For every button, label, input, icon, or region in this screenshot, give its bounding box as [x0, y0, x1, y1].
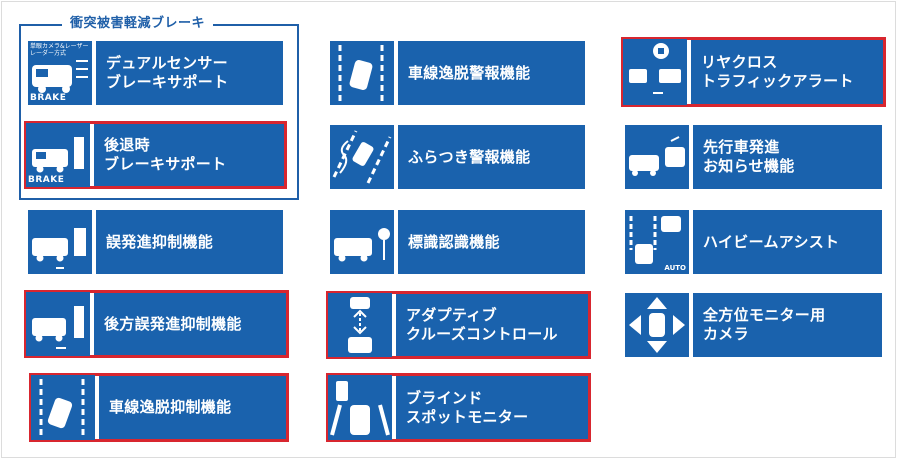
rear-false-start-label: 後方誤発進抑制機能 — [94, 292, 287, 356]
sensor-note: 単眼カメラ&レーザーレーダー方式 — [30, 43, 89, 57]
label-line1: 誤発進抑制機能 — [106, 232, 214, 251]
blind-spot-monitor-icon — [328, 375, 392, 440]
label-line1: 先行車発進 — [703, 138, 780, 156]
sign-recognition-icon — [330, 210, 394, 274]
label-line1: 標識認識機能 — [408, 232, 500, 251]
adaptive-cruise-icon — [328, 293, 392, 357]
surround-monitor-label: 全方位モニター用 カメラ — [693, 293, 882, 357]
reverse-brake-label: 後退時 ブレーキサポート — [94, 123, 285, 187]
tile-lane-departure-warning: 車線逸脱警報機能 — [330, 41, 585, 105]
tile-sign-recognition: 標識認識機能 — [330, 210, 585, 274]
high-beam-assist-label: ハイビームアシスト — [693, 210, 882, 274]
lane-departure-warning-icon — [330, 41, 394, 105]
lead-vehicle-notice-icon — [625, 125, 689, 189]
label-line1: アダプティブ — [406, 306, 497, 324]
surround-monitor-icon — [625, 293, 689, 357]
label-line1: 後退時 — [104, 136, 150, 154]
sign-recognition-label: 標識認識機能 — [398, 210, 585, 274]
brake-badge: BRAKE — [30, 93, 67, 103]
tile-drowsiness-warning: ふらつき警報機能 — [330, 125, 585, 189]
tile-lane-departure-prevention: 車線逸脱抑制機能 — [29, 373, 289, 442]
false-start-label: 誤発進抑制機能 — [96, 210, 283, 274]
label-line1: 車線逸脱警報機能 — [408, 63, 531, 82]
tile-blind-spot-monitor: ブラインド スポットモニター — [326, 373, 591, 442]
adaptive-cruise-label: アダプティブ クルーズコントロール — [396, 293, 589, 357]
label-line2: カメラ — [703, 325, 749, 343]
lane-departure-prevention-label: 車線逸脱抑制機能 — [99, 375, 287, 440]
label-line1: デュアルセンサー — [106, 54, 228, 72]
label-line1: ハイビームアシスト — [703, 232, 840, 251]
rear-cross-traffic-label: リヤクロス トラフィックアラート — [691, 39, 884, 105]
label-line1: 全方位モニター用 — [703, 306, 826, 324]
auto-badge: AUTO — [664, 264, 686, 272]
lane-departure-warning-label: 車線逸脱警報機能 — [398, 41, 585, 105]
label-line2: トラフィックアラート — [701, 72, 854, 90]
label-line2: お知らせ機能 — [703, 157, 795, 175]
lane-departure-prevention-icon — [31, 375, 95, 440]
label-line1: 後方誤発進抑制機能 — [104, 314, 242, 333]
reverse-brake-icon: BRAKE — [26, 123, 90, 187]
tile-high-beam-assist: AUTO ハイビームアシスト — [625, 210, 882, 274]
tile-false-start-prevention: 誤発進抑制機能 — [28, 210, 283, 274]
label-line2: クルーズコントロール — [406, 325, 558, 343]
tile-dual-sensor-brake: 単眼カメラ&レーザーレーダー方式 BRAKE デュアルセンサー ブレーキサポート — [28, 41, 283, 105]
tile-rear-cross-traffic: リヤクロス トラフィックアラート — [621, 37, 886, 107]
tile-rear-false-start-prevention: 後方誤発進抑制機能 — [24, 290, 289, 358]
label-line2: ブレーキサポート — [106, 73, 229, 91]
lead-vehicle-notice-label: 先行車発進 お知らせ機能 — [693, 125, 882, 189]
label-line2: ブレーキサポート — [104, 155, 227, 173]
label-line1: ブラインド — [406, 388, 483, 407]
label-line1: リヤクロス — [701, 53, 778, 71]
tile-adaptive-cruise: アダプティブ クルーズコントロール — [326, 291, 591, 359]
tile-reverse-brake: BRAKE 後退時 ブレーキサポート — [24, 121, 287, 189]
brake-badge: BRAKE — [28, 175, 65, 185]
drowsiness-warning-label: ふらつき警報機能 — [398, 125, 585, 189]
dual-sensor-brake-label: デュアルセンサー ブレーキサポート — [96, 41, 283, 105]
blind-spot-monitor-label: ブラインド スポットモニター — [396, 375, 589, 440]
label-line2: スポットモニター — [406, 407, 529, 426]
high-beam-assist-icon: AUTO — [625, 210, 689, 274]
dual-sensor-brake-icon: 単眼カメラ&レーザーレーダー方式 BRAKE — [28, 41, 92, 105]
drowsiness-warning-icon — [330, 125, 394, 189]
tile-lead-vehicle-notice: 先行車発進 お知らせ機能 — [625, 125, 882, 189]
false-start-icon — [28, 210, 92, 274]
rear-cross-traffic-icon — [623, 39, 687, 105]
label-line1: 車線逸脱抑制機能 — [109, 398, 232, 416]
group-title: 衝突被害軽減ブレーキ — [62, 14, 214, 34]
rear-false-start-icon — [26, 292, 90, 356]
label-line1: ふらつき警報機能 — [408, 147, 531, 166]
tile-surround-monitor: 全方位モニター用 カメラ — [625, 293, 882, 357]
